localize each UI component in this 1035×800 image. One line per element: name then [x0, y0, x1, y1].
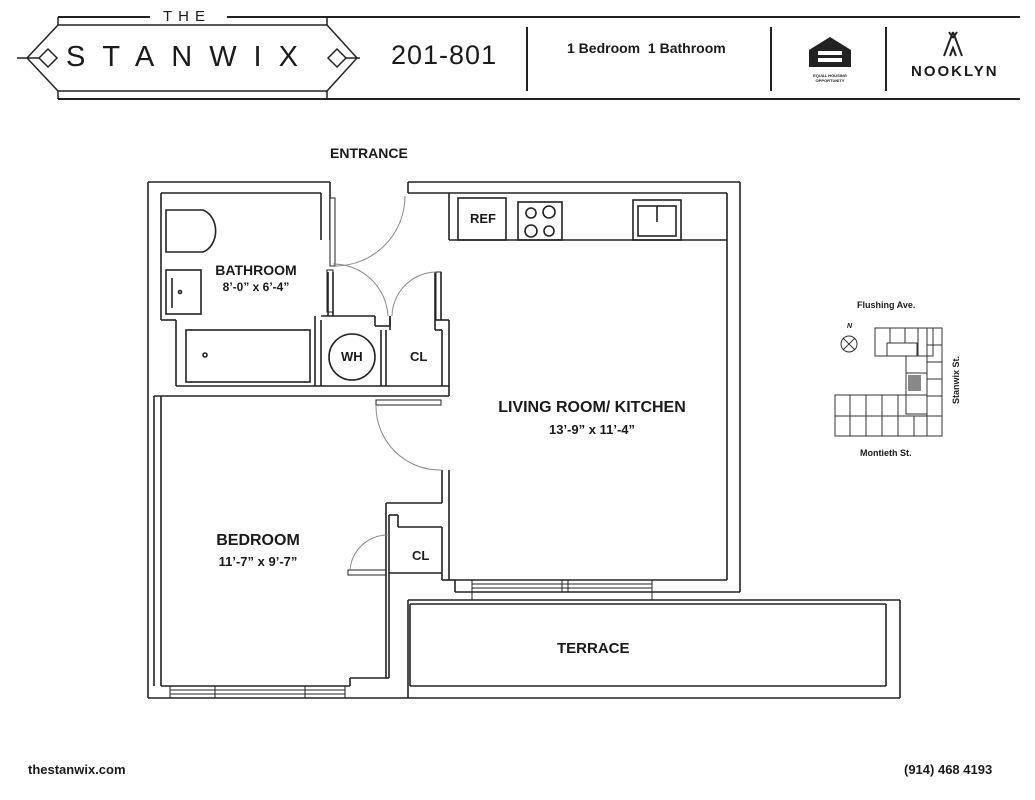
street-bottom: Montieth St.: [860, 448, 912, 458]
closet-label-hall: CL: [410, 349, 428, 364]
entrance-label: ENTRANCE: [330, 145, 408, 161]
doors: [326, 195, 443, 576]
living-label: LIVING ROOM/ KITCHEN 13’-9” x 11’-4”: [480, 399, 704, 437]
kitchen-appliances: [457, 197, 682, 241]
stove-icon: [517, 201, 563, 241]
toilet-icon: [165, 209, 217, 253]
header-lines: [17, 16, 1020, 100]
bedroom-name: BEDROOM: [216, 532, 300, 549]
left-diamond-ornament: [17, 47, 59, 69]
website-link[interactable]: thestanwix.com: [28, 762, 126, 777]
compass-icon: [840, 335, 858, 353]
bathtub-icon: [185, 329, 311, 383]
windows: [169, 580, 653, 698]
bedroom-dims: 11’-7” x 9’-7”: [218, 554, 298, 569]
nooklyn-teepee-icon: [943, 31, 963, 57]
building-key-map: [834, 327, 943, 437]
water-heater-icon: [328, 333, 376, 381]
wh-label: WH: [341, 349, 363, 364]
bathroom-name: BATHROOM: [215, 262, 297, 278]
house-icon: [809, 37, 851, 67]
brand-name: STANWIX: [66, 41, 315, 73]
unit-type: 1 Bedroom 1 Bathroom: [567, 40, 726, 56]
brand-the: THE: [163, 8, 211, 25]
north-label: N: [847, 323, 853, 330]
kitchen-sink-icon: [632, 199, 682, 241]
phone-number[interactable]: (914) 468 4193: [904, 762, 993, 777]
street-right: Stanwix St.: [951, 355, 962, 405]
equal-housing-logo: EQUAL HOUSING OPPORTUNITY: [806, 36, 854, 83]
sink-icon: [165, 269, 202, 315]
equal-housing-text: EQUAL HOUSING OPPORTUNITY: [813, 73, 847, 83]
right-diamond-ornament: [326, 47, 360, 69]
street-top: Flushing Ave.: [857, 300, 916, 310]
terrace-label: TERRACE: [557, 640, 630, 657]
unit-highlight: [908, 375, 921, 391]
bathroom-dims: 8’-0” x 6’-4”: [222, 280, 290, 294]
bathroom-fixtures: [165, 209, 311, 383]
refrigerator-icon: [457, 197, 507, 241]
outer-walls: [147, 181, 901, 699]
bathroom-label: BATHROOM 8’-0” x 6’-4”: [196, 262, 316, 294]
ref-label: REF: [470, 211, 496, 226]
agency-name: NOOKLYN: [911, 63, 999, 80]
living-dims: 13’-9” x 11’-4”: [549, 422, 635, 437]
closet-label-bedroom: CL: [412, 548, 430, 563]
unit-number: 201-801: [391, 40, 498, 70]
living-name: LIVING ROOM/ KITCHEN: [498, 399, 686, 416]
bedroom-label: BEDROOM 11’-7” x 9’-7”: [188, 532, 328, 569]
